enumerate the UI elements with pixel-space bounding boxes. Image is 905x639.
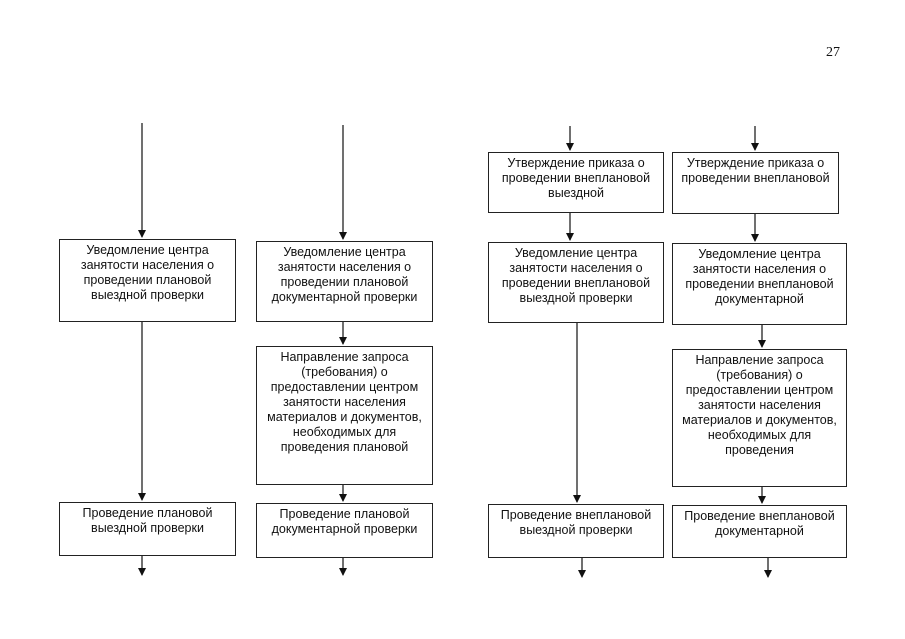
box-c1-notice: Уведомление центра занятости населения о…	[59, 239, 236, 322]
box-c3-order: Утверждение приказа о проведении внеплан…	[488, 152, 664, 213]
page-number: 27	[826, 45, 840, 60]
box-c2-notice: Уведомление центра занятости населения о…	[256, 241, 433, 322]
box-c4-request: Направление запроса (требования) о предо…	[672, 349, 847, 487]
box-c4-notice: Уведомление центра занятости населения о…	[672, 243, 847, 325]
box-c3-notice: Уведомление центра занятости населения о…	[488, 242, 664, 323]
box-c2-request: Направление запроса (требования) о предо…	[256, 346, 433, 485]
box-c3-inspection: Проведение внеплановой выездной проверки	[488, 504, 664, 558]
box-c1-inspection: Проведение плановой выездной проверки	[59, 502, 236, 556]
box-c2-inspection: Проведение плановой документарной провер…	[256, 503, 433, 558]
box-c4-inspection: Проведение внеплановой документарной	[672, 505, 847, 558]
box-c4-order: Утверждение приказа о проведении внеплан…	[672, 152, 839, 214]
